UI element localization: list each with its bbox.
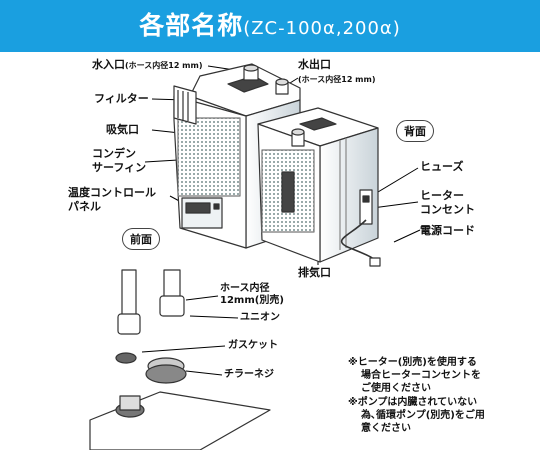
heater-note-line-2: 場合ヒーターコンセントを bbox=[361, 370, 481, 381]
water-inlet-text: 水入口 bbox=[92, 58, 125, 71]
heater-outlet-line-1: ヒーター bbox=[420, 189, 464, 202]
page-title: 各部名称(ZC-100α,200α) bbox=[0, 0, 540, 52]
temp-panel-line-2: パネル bbox=[68, 200, 101, 213]
pump-note: ※ポンプは内臓されていない 為､循環ポンプ(別売)をご用 意ください bbox=[348, 396, 485, 435]
back-badge: 背面 bbox=[396, 120, 434, 142]
label-union: ユニオン bbox=[240, 312, 280, 323]
water-outlet-note: (ホース内径12 mm) bbox=[298, 75, 376, 84]
label-water-outlet: 水出口 (ホース内径12 mm) bbox=[298, 58, 376, 87]
condenser-line-2: サーフィン bbox=[92, 161, 147, 174]
chiller-illustration bbox=[89, 63, 421, 450]
fittings-illustration bbox=[89, 269, 271, 450]
water-inlet-note: (ホース内径12 mm) bbox=[125, 61, 203, 70]
heater-note-line-1: ※ヒーター(別売)を使用する bbox=[348, 357, 477, 368]
label-heater-outlet: ヒーターコンセント bbox=[420, 189, 475, 217]
label-condenser: コンデンサーフィン bbox=[92, 147, 146, 175]
label-power-cord: 電源コード bbox=[420, 224, 475, 237]
label-tiller-screw: チラーネジ bbox=[224, 369, 274, 380]
pump-note-line-3: 意ください bbox=[361, 423, 411, 434]
label-temp-control-panel: 温度コントロールパネル bbox=[68, 186, 156, 214]
hose-id-line-2: 12mm(別売) bbox=[220, 295, 284, 306]
title-text: 各部名称 bbox=[139, 11, 244, 40]
label-gasket: ガスケット bbox=[228, 340, 278, 351]
front-badge: 前面 bbox=[122, 228, 160, 250]
label-exhaust: 排気口 bbox=[298, 266, 331, 279]
heater-note: ※ヒーター(別売)を使用する 場合ヒーターコンセントを ご使用ください bbox=[348, 356, 481, 395]
header-banner bbox=[0, 0, 540, 52]
pump-note-line-2: 為､循環ポンプ(別売)をご用 bbox=[361, 410, 485, 421]
label-water-inlet: 水入口(ホース内径12 mm) bbox=[92, 58, 203, 73]
label-air-intake: 吸気口 bbox=[106, 123, 139, 136]
label-filter: フィルター bbox=[94, 92, 149, 105]
pump-note-line-1: ※ポンプは内臓されていない bbox=[348, 397, 478, 408]
water-outlet-text: 水出口 bbox=[298, 58, 331, 71]
hose-id-line-1: ホース内径 bbox=[220, 283, 270, 294]
temp-panel-line-1: 温度コントロール bbox=[68, 186, 156, 199]
heater-note-line-3: ご使用ください bbox=[361, 383, 431, 394]
heater-outlet-line-2: コンセント bbox=[420, 203, 475, 216]
label-fuse: ヒューズ bbox=[420, 160, 464, 173]
chiller-back-unit bbox=[257, 107, 381, 267]
condenser-line-1: コンデン bbox=[92, 147, 136, 160]
model-text: (ZC-100α,200α) bbox=[243, 18, 401, 39]
